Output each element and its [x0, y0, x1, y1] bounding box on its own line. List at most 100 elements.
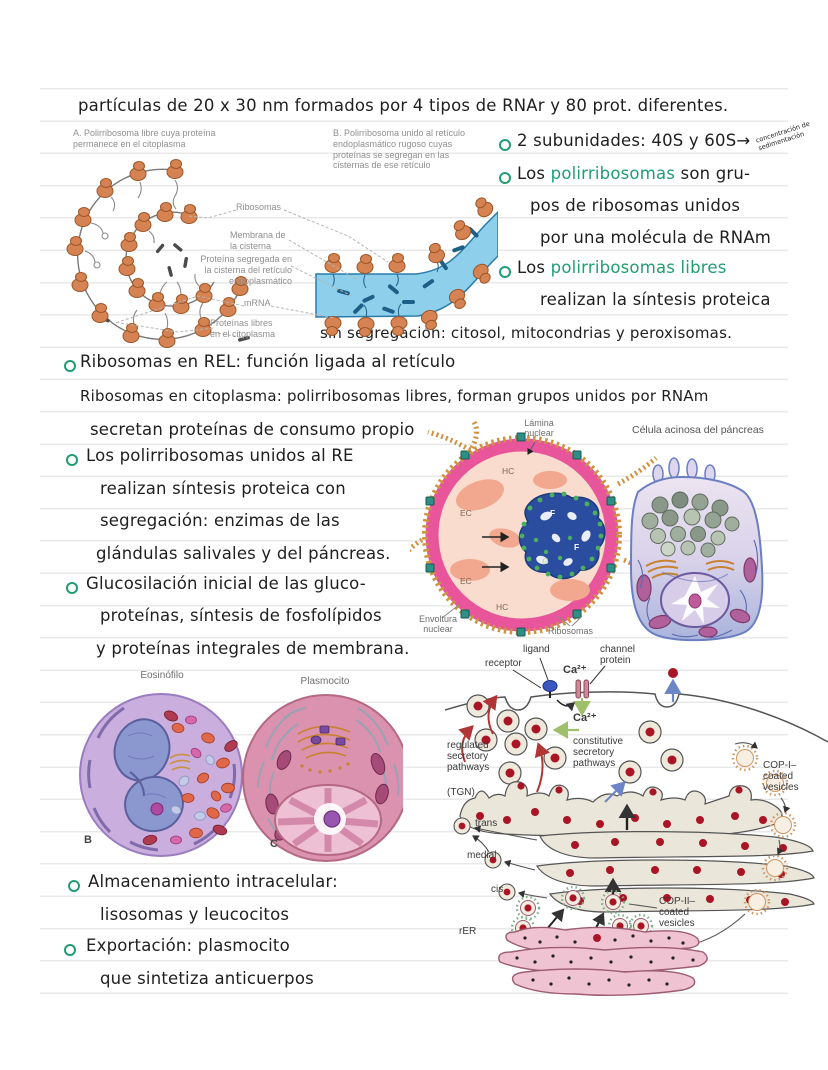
tgn-cargo-dots: [476, 782, 767, 828]
tgn-exit-arrow: [604, 781, 626, 803]
figure-secretory-pathway: ligand receptor channel protein Ca²⁺ Ca²…: [445, 640, 828, 1008]
fig2-ribosomas-label: Ribosomas: [548, 626, 594, 636]
plasma-cell: [242, 694, 403, 862]
lamina-leader: [527, 441, 536, 455]
fig4-regulated-label: regulated secretory pathways: [447, 740, 490, 774]
acinar-nucleus: [660, 572, 730, 628]
note-line-top: partículas de 20 x 30 nm formados por 4 …: [78, 96, 729, 115]
heterochromatin-patches: [450, 471, 590, 601]
cop2-leader: [628, 903, 658, 909]
released-cargo: [668, 668, 678, 678]
figure-polyribosome: A. Polirribosoma libre cuya proteína per…: [58, 124, 498, 349]
polyribosome-graphic: [66, 159, 498, 348]
er-arms: [410, 420, 663, 590]
trans-golgi-network: [459, 781, 783, 838]
note-bound-polyribosomes: Los polirribosomas unidos al RE: [86, 446, 354, 465]
fig1-callout-ribosomas: Ribosomas: [236, 202, 282, 212]
fig2-lamina-label: Lámina nuclear: [524, 418, 554, 439]
er-lines: [637, 539, 759, 639]
green-ink-word: polirribosomas libres: [550, 258, 727, 277]
note-glycosylation: Glucosilación inicial de las gluco-: [86, 574, 366, 593]
cells-graphic: [79, 693, 403, 862]
golgi: [169, 753, 191, 771]
acinar-cell: [629, 457, 764, 642]
note-line: Ribosomas en citoplasma: polirribosomas …: [80, 387, 709, 405]
fig3-eosinophil-label: Eosinófilo: [140, 670, 184, 681]
bullet-icon: [499, 139, 511, 151]
note-line: que sintetiza anticuerpos: [100, 969, 314, 988]
ribosome-leader: [557, 615, 571, 627]
fig1-label-a: A. Polirribosoma libre cuya proteína per…: [73, 128, 216, 149]
fig2-title: Célula acinosa del páncreas: [632, 424, 764, 436]
figure-nucleus-acinar: Célula acinosa del páncreas Lámina nucle…: [410, 418, 795, 656]
golgi-vesicle-dots: [300, 762, 350, 774]
fig2-envoltura-label: Envoltura nuclear: [418, 614, 458, 635]
bullet-icon: [66, 454, 78, 466]
nucleolus-granules: [519, 491, 604, 580]
eosinophil-granules: [142, 710, 238, 846]
plasma-membrane: [445, 691, 828, 743]
fig1-callout-mrna: mRNA: [244, 298, 271, 308]
note-line: glándulas salivales y del páncreas.: [96, 544, 391, 563]
rough-er: [498, 926, 708, 997]
mitochondria: [636, 557, 757, 638]
note-line: proteínas, síntesis de fosfolípidos: [100, 606, 382, 625]
centriole-bodies: [310, 725, 346, 746]
cis-face-vesicles: [453, 817, 516, 901]
fig2-ec-bottom: EC: [460, 576, 472, 586]
rer-cisterna: [315, 194, 498, 337]
fig4-ligand-label: ligand: [523, 644, 550, 655]
fig3-panel-b: B: [84, 834, 92, 846]
fig4-tgn-label: (TGN): [447, 787, 475, 798]
bullet-icon: [64, 360, 76, 372]
bullet-icon: [64, 944, 76, 956]
note-storage: Almacenamiento intracelular:: [88, 872, 338, 891]
fig2-ec-top: EC: [460, 508, 472, 518]
fig2-hc-bottom: HC: [496, 602, 509, 612]
fig4-ca-top-label: Ca²⁺: [563, 664, 587, 676]
note-subunits: 2 subunidades: 40S y 60S→: [517, 131, 751, 150]
fig4-receptor-label: receptor: [485, 658, 522, 669]
fig4-ca-bottom-label: Ca²⁺: [573, 712, 597, 724]
green-ink-word: polirribosomas: [550, 164, 676, 183]
nucleus-diagram: [410, 420, 663, 637]
envelope-leader: [441, 603, 461, 619]
ribosome-leader: [571, 615, 583, 627]
fig4-channel-label: channel protein: [600, 644, 636, 667]
eosinophil-cell: [79, 693, 243, 857]
fig2-g: G: [542, 556, 549, 566]
fig2-f1: F: [550, 508, 556, 518]
note-line: y proteínas integrales de membrana.: [96, 639, 410, 658]
bullet-icon: [499, 266, 511, 278]
note-line: por una molécula de RNAm: [540, 228, 772, 247]
calcium-channel: [552, 665, 606, 739]
nuclear-pore-complexes: [425, 432, 616, 637]
fig1-callout-proteina-segregada: Proteína segregada en la cisterna del re…: [200, 254, 292, 286]
nascent-protein-tails: [84, 179, 204, 330]
fig2-f2: F: [574, 542, 580, 552]
fig3-plasmocyte-label: Plasmocito: [300, 676, 350, 687]
nucleolus: [518, 491, 606, 580]
callout-leader-lines: [113, 209, 389, 339]
membrane-receptor: [512, 657, 558, 698]
note-line: realizan la síntesis proteica: [540, 290, 771, 309]
figure-eosinophil-plasmocyte: Eosinófilo Plasmocito B C: [58, 668, 403, 866]
retrograde-arrows: [472, 825, 548, 899]
note-line: pos de ribosomas unidos: [530, 196, 741, 215]
fig4-constitutive-label: constitutive secretory pathways: [573, 736, 624, 770]
er-ribosome-dots: [515, 934, 695, 987]
note-rel: Ribosomas en REL: función ligada al retí…: [80, 352, 456, 371]
note-line: lisosomas y leucocitos: [100, 905, 290, 924]
fig2-hc-top: HC: [502, 466, 515, 476]
fig1-callout-membrana: Membrana de la cisterna: [230, 230, 286, 251]
cartwheel-nucleus: [274, 784, 382, 856]
mitochondria: [265, 750, 389, 841]
note-line: sin segregación: citosol, mitocondrias y…: [320, 324, 733, 342]
bullet-icon: [66, 582, 78, 594]
regulated-pathway-arrows: [458, 694, 550, 793]
fig1-callout-proteinas-libres: Proteínas libres en el citoplasma: [210, 318, 276, 339]
note-line: realizan síntesis proteica con: [100, 479, 346, 498]
fig4-medial-label: medial: [467, 850, 497, 861]
nucleolus-pale-regions: [536, 511, 591, 566]
